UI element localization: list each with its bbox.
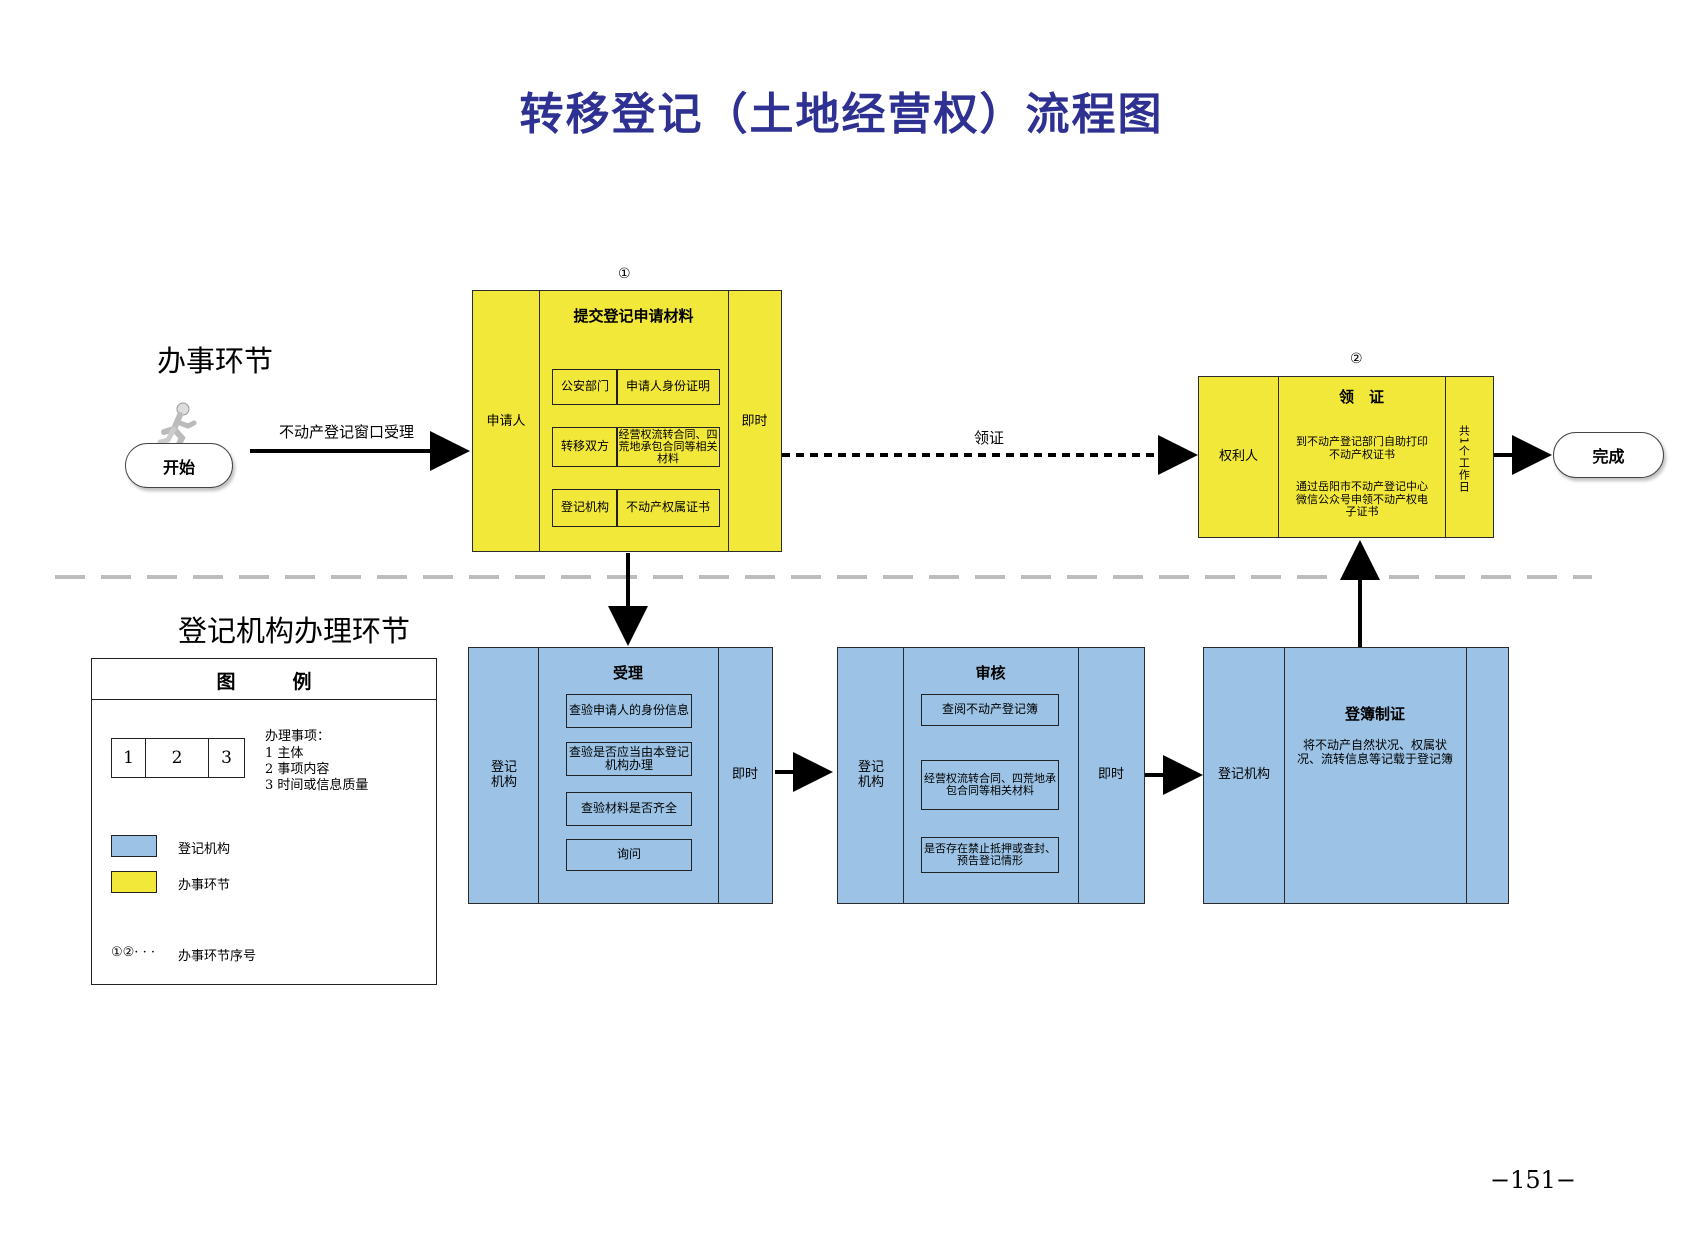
step2-text1: 到不动产登记部门自助打印不动产权证书 <box>1296 435 1428 461</box>
review-box: 登记机构 审核 即时 查阅不动产登记簿 经营权流转合同、四荒地承包合同等相关材料… <box>837 647 1145 904</box>
legend-cell-2: 2 <box>146 739 209 777</box>
step2-time: 共1个工作日 <box>1457 425 1471 493</box>
legend-seq-label: 办事环节序号 <box>178 949 257 964</box>
register-box: 登记机构 登簿制证 将不动产自然状况、权属状况、流转信息等记载于登记簿 <box>1203 647 1509 904</box>
review-item-3: 是否存在禁止抵押或查封、预告登记情形 <box>921 837 1059 873</box>
register-subject: 登记机构 <box>1217 767 1270 783</box>
legend-blue-label: 登记机构 <box>178 842 231 857</box>
legend-item-1: 1 主体 <box>265 746 304 761</box>
legend: 图 例 1 2 3 办理事项： 1 主体 2 事项内容 3 时间或信息质量 登记… <box>91 658 437 985</box>
review-subject: 登记机构 <box>857 759 884 790</box>
register-heading: 登簿制证 <box>1344 705 1405 723</box>
review-item-2: 经营权流转合同、四荒地承包合同等相关材料 <box>921 760 1059 810</box>
running-person-icon <box>157 402 197 448</box>
register-text: 将不动产自然状况、权属状况、流转信息等记载于登记簿 <box>1296 738 1453 766</box>
finish-node: 完成 <box>1553 432 1664 478</box>
page-title: 转移登记（土地经营权）流程图 <box>519 89 1164 140</box>
accept-heading: 受理 <box>612 664 643 682</box>
legend-item-2: 2 事项内容 <box>265 762 330 777</box>
step1-heading: 提交登记申请材料 <box>573 307 694 325</box>
step1-row3-subject: 登记机构 <box>552 489 618 527</box>
step1-time: 即时 <box>741 413 768 429</box>
section-label-bottom: 登记机构办理环节 <box>178 614 411 648</box>
step1-subject: 申请人 <box>486 413 526 429</box>
start-arrow-label: 不动产登记窗口受理 <box>279 423 415 441</box>
step2-box: 权利人 领 证 到不动产登记部门自助打印不动产权证书 通过岳阳市不动产登记中心微… <box>1198 376 1494 538</box>
legend-title: 图 例 <box>92 659 436 700</box>
legend-cell-3: 3 <box>221 748 232 768</box>
legend-cell-1: 1 <box>112 739 146 777</box>
legend-seq-symbol: ①②· · · <box>111 945 155 960</box>
legend-items-title: 办理事项： <box>265 729 331 744</box>
legend-yellow-swatch <box>111 871 157 893</box>
step2-subject: 权利人 <box>1218 448 1258 464</box>
page-number: −151− <box>1490 1166 1577 1194</box>
step1-row2-content: 经营权流转合同、四荒地承包合同等相关材料 <box>616 427 720 467</box>
step2-text2: 通过岳阳市不动产登记中心微信公众号申领不动产权电子证书 <box>1296 480 1428 519</box>
legend-blue-swatch <box>111 835 157 857</box>
step2-heading: 领 证 <box>1338 388 1384 406</box>
accept-item-3: 查验材料是否齐全 <box>566 792 692 826</box>
review-time: 即时 <box>1097 767 1124 783</box>
section-label-top: 办事环节 <box>157 344 274 378</box>
accept-subject: 登记机构 <box>490 759 517 790</box>
legend-yellow-label: 办事环节 <box>178 878 231 893</box>
start-node: 开始 <box>125 443 233 488</box>
step1-row1-content: 申请人身份证明 <box>616 369 720 405</box>
accept-item-2: 查验是否应当由本登记机构办理 <box>566 742 692 776</box>
review-item-1: 查阅不动产登记簿 <box>921 694 1059 726</box>
step1-row2-subject: 转移双方 <box>552 427 618 467</box>
link-label: 领证 <box>974 429 1005 447</box>
step1-row1-subject: 公安部门 <box>552 369 618 405</box>
legend-cell-sample: 1 2 3 <box>111 738 245 778</box>
step2-index: ② <box>1350 351 1363 367</box>
accept-box: 登记机构 受理 即时 查验申请人的身份信息 查验是否应当由本登记机构办理 查验材… <box>468 647 773 904</box>
review-heading: 审核 <box>975 664 1006 682</box>
legend-item-3: 3 时间或信息质量 <box>265 778 369 793</box>
accept-item-1: 查验申请人的身份信息 <box>566 694 692 728</box>
accept-item-4: 询问 <box>566 839 692 871</box>
step1-index: ① <box>618 266 631 282</box>
step1-row3-content: 不动产权属证书 <box>616 489 720 527</box>
step1-box: 申请人 提交登记申请材料 即时 公安部门 申请人身份证明 转移双方 经营权流转合… <box>472 290 782 552</box>
accept-time: 即时 <box>731 767 758 783</box>
